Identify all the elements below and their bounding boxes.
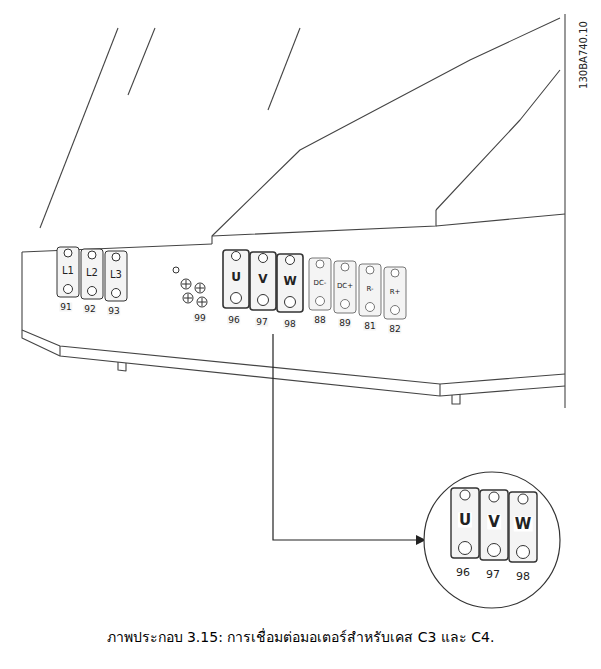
- terminal-label: R-: [365, 286, 374, 293]
- terminal-label: DC+: [336, 283, 354, 290]
- terminal-label: 89: [338, 319, 351, 328]
- terminal-label: DC-: [313, 280, 328, 287]
- terminal-label: U: [230, 271, 242, 283]
- terminal-label: 82: [388, 325, 401, 334]
- terminal-label: L3: [109, 270, 123, 280]
- terminal-label: W: [514, 517, 533, 532]
- terminal-label: 81: [363, 322, 376, 331]
- terminal-label: 98: [515, 571, 531, 582]
- terminal-label: 93: [107, 307, 120, 316]
- terminal-label: 99: [193, 314, 206, 323]
- terminal-label: 88: [313, 316, 326, 325]
- terminal-label: U: [458, 513, 472, 528]
- figure-caption: ภาพประกอบ 3.15: การเชื่อมต่อมอเตอร์สำหรั…: [20, 628, 581, 646]
- terminal-label: R+: [389, 289, 402, 296]
- terminal-label: 96: [227, 316, 240, 325]
- terminal-label: W: [282, 275, 297, 287]
- terminal-label: 96: [455, 567, 471, 578]
- terminal-label: 92: [83, 305, 96, 314]
- terminal-label: V: [257, 273, 268, 285]
- terminal-label: 91: [59, 303, 72, 312]
- terminal-label: L2: [85, 268, 99, 278]
- terminal-label: 97: [485, 569, 501, 580]
- terminal-label: L1: [61, 266, 75, 276]
- figure-code: 130BA740.10: [579, 20, 589, 90]
- terminal-label: 97: [255, 318, 268, 327]
- terminal-label: 98: [283, 320, 296, 329]
- terminal-label: V: [487, 515, 501, 530]
